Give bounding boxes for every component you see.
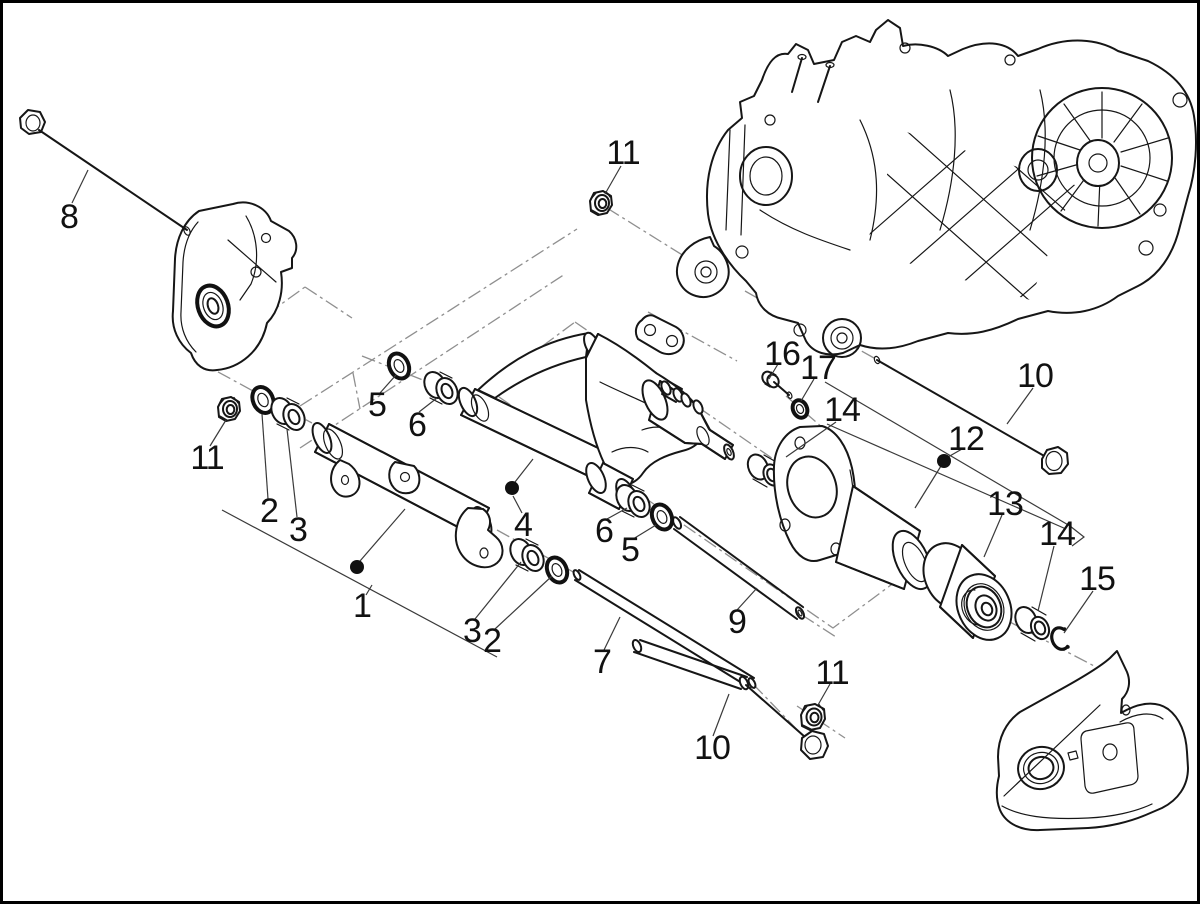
nut-11-left	[217, 396, 241, 422]
callout-label-8: 8	[60, 198, 78, 236]
pin-rear-ear	[454, 507, 504, 569]
pin-mid-ear	[388, 461, 421, 495]
callout-label-14: 14	[824, 391, 860, 429]
callout-label-6: 6	[408, 406, 426, 444]
callout-label-3: 3	[463, 612, 481, 650]
callout-label-14: 14	[1039, 515, 1075, 553]
engine-mount-bracket-12	[772, 425, 933, 591]
bolt-16	[761, 370, 793, 400]
engine-crankcase	[634, 19, 1197, 358]
case-bolt-bosses	[735, 42, 1188, 337]
callout-label-15: 15	[1079, 560, 1115, 598]
roller-buffer-13	[922, 542, 1013, 641]
leader-lines	[71, 165, 1094, 737]
callout-label-12: 12	[948, 420, 984, 458]
callout-label-10: 10	[1017, 357, 1053, 395]
callout-label-5: 5	[368, 386, 386, 424]
callout-label-16: 16	[764, 335, 800, 373]
bolt-10-bottom	[631, 638, 829, 760]
bushing-6-upper	[423, 371, 459, 405]
nut-11-bottom	[800, 703, 826, 731]
callout-label-6: 6	[595, 512, 613, 550]
engine-link-plate	[634, 314, 685, 356]
bushing-14-lower	[1014, 606, 1051, 642]
callout-label-17: 17	[800, 349, 836, 387]
swingarm-rear-stub	[641, 379, 735, 461]
reference-dot-1	[350, 560, 364, 574]
bushing-3-bottom	[509, 538, 545, 572]
washer-5-upper	[386, 351, 412, 381]
spacer-rod-9	[671, 516, 806, 620]
bushing-3-left	[270, 397, 306, 431]
swingarm-4	[457, 331, 735, 510]
cylinder-studs	[791, 53, 835, 103]
pin-front-ear	[330, 459, 361, 498]
reference-dot-4	[505, 481, 519, 495]
callout-label-3: 3	[289, 511, 307, 549]
washer-2-left	[250, 385, 276, 415]
callout-label-10: 10	[694, 729, 730, 767]
bolt-10-right	[873, 355, 1069, 475]
callout-label-11: 11	[606, 134, 639, 172]
washer-17	[790, 398, 810, 420]
reference-dot-12	[937, 454, 951, 468]
callout-label-2: 2	[483, 622, 501, 660]
bolt-8	[19, 109, 191, 236]
bushing-6-mid	[615, 484, 651, 518]
circlip-15	[1050, 626, 1070, 651]
spacer-rod-7	[572, 569, 757, 689]
pivot-pin-1	[311, 422, 504, 569]
case-mount-lug	[676, 236, 730, 298]
callout-label-1: 1	[353, 587, 371, 625]
callout-label-11: 11	[815, 654, 848, 692]
reference-dots	[350, 454, 951, 574]
washer-5-mid	[649, 502, 675, 532]
swingarm-cover-plate	[171, 201, 298, 372]
callout-label-5: 5	[621, 531, 639, 569]
bracket-sleeve	[835, 485, 933, 591]
callout-label-13: 13	[987, 485, 1023, 523]
nut-11-top	[589, 190, 613, 216]
callout-label-2: 2	[260, 492, 278, 530]
callout-label-11: 11	[190, 439, 223, 477]
callout-label-4: 4	[514, 506, 532, 544]
callout-label-7: 7	[593, 643, 611, 681]
rear-guard-plate	[995, 650, 1189, 832]
stub-pins	[660, 380, 704, 415]
callout-label-9: 9	[728, 603, 746, 641]
